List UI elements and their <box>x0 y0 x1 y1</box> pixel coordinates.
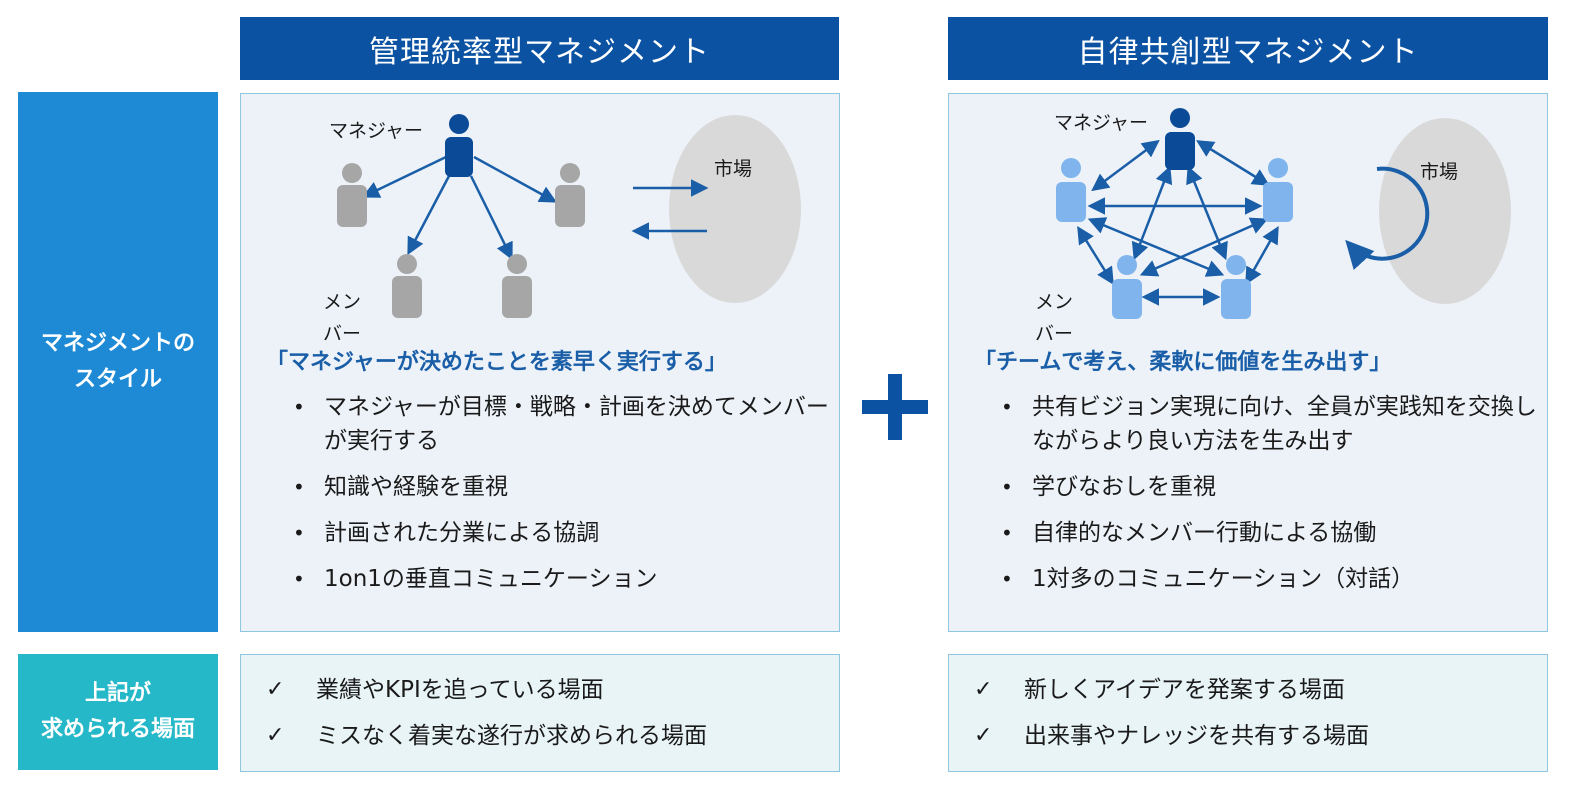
row-label-text: 上記が 求められる場面 <box>40 681 195 742</box>
bullet-item: 学びなおしを重視 <box>999 470 1539 504</box>
check-item: ✓ 業績やKPIを追っている場面 <box>266 673 707 707</box>
panel-control-style: マネジャー メン バー 市場 「マネジャーが決めたことを素早く実行する」 マネジ… <box>240 93 840 632</box>
check-item: ✓ ミスなく着実な遂行が求められる場面 <box>266 719 707 753</box>
member-person-icon <box>1112 255 1142 319</box>
link-arrow <box>1196 140 1270 186</box>
bullet-item: 知識や経験を重視 <box>291 470 831 504</box>
member-person-icon <box>502 254 532 318</box>
market-label: 市場 <box>714 158 753 180</box>
arrow-to-member <box>407 175 451 256</box>
scene-panel-control: ✓ 業績やKPIを追っている場面 ✓ ミスなく着実な遂行が求められる場面 <box>240 654 840 772</box>
manager-label: マネジャー <box>1054 112 1149 134</box>
tagline: 「マネジャーが決めたことを素早く実行する」 <box>266 350 727 375</box>
bullet-item: 自律的なメンバー行動による協働 <box>999 516 1539 550</box>
row-label-style: マネジメントの スタイル <box>18 92 218 632</box>
checkmark-icon: ✓ <box>974 723 993 748</box>
arrow-to-member <box>473 155 558 203</box>
header-autonomous-management: 自律共創型マネジメント <box>948 17 1548 80</box>
arrow-to-member <box>469 175 513 261</box>
header-title: 管理統率型マネジメント <box>369 34 710 70</box>
scene-panel-autonomous: ✓ 新しくアイデアを発案する場面 ✓ 出来事やナレッジを共有する場面 <box>948 654 1548 772</box>
member-person-icon <box>1221 255 1251 319</box>
bullet-item: 計画された分業による協調 <box>291 516 831 550</box>
tagline: 「チームで考え、柔軟に価値を生み出す」 <box>974 350 1392 375</box>
link-arrow <box>1077 226 1114 285</box>
checkmark-icon: ✓ <box>266 677 285 702</box>
link-arrow <box>1131 165 1173 261</box>
link-arrow <box>1091 139 1160 192</box>
header-title: 自律共創型マネジメント <box>1077 34 1419 70</box>
panel-autonomous-style: マネジャー メン バー 市場 「チームで考え、柔軟に価値を生み出す」 共有ビジョ… <box>948 93 1548 632</box>
member-person-icon <box>1263 158 1293 222</box>
member-person-icon <box>392 254 422 318</box>
check-item: ✓ 新しくアイデアを発案する場面 <box>974 673 1369 707</box>
bullet-list: マネジャーが目標・戦略・計画を決めてメンバーが実行する 知識や経験を重視 計画さ… <box>291 390 831 608</box>
member-label: メン バー <box>1035 291 1074 345</box>
manager-person-icon <box>1165 108 1195 170</box>
member-person-icon <box>337 163 367 227</box>
plus-icon <box>862 374 928 440</box>
header-control-management: 管理統率型マネジメント <box>240 17 839 80</box>
checkmark-icon: ✓ <box>974 677 993 702</box>
check-item-text: 出来事やナレッジを共有する場面 <box>1024 723 1369 749</box>
bullet-item: マネジャーが目標・戦略・計画を決めてメンバーが実行する <box>291 390 831 458</box>
member-label: メン バー <box>323 291 362 345</box>
check-list: ✓ 新しくアイデアを発案する場面 ✓ 出来事やナレッジを共有する場面 <box>974 673 1369 765</box>
hierarchy-diagram <box>337 114 801 318</box>
row-label-scenes: 上記が 求められる場面 <box>18 654 218 770</box>
market-ellipse <box>1379 118 1511 304</box>
check-item-text: 新しくアイデアを発案する場面 <box>1024 677 1345 703</box>
bullet-list: 共有ビジョン実現に向け、全員が実践知を交換しながらより良い方法を生み出す 学びな… <box>999 390 1539 608</box>
market-label: 市場 <box>1420 161 1459 183</box>
check-item-text: 業績やKPIを追っている場面 <box>316 677 604 703</box>
check-item: ✓ 出来事やナレッジを共有する場面 <box>974 719 1369 753</box>
manager-person-icon <box>445 114 473 177</box>
checkmark-icon: ✓ <box>266 723 285 748</box>
link-arrow <box>1186 165 1228 261</box>
arrow-to-member <box>361 155 447 198</box>
cycle-arrow <box>1345 166 1430 270</box>
check-item-text: ミスなく着実な遂行が求められる場面 <box>316 723 707 749</box>
bullet-item: 1on1の垂直コミュニケーション <box>291 562 831 596</box>
market-ellipse <box>669 115 801 303</box>
network-diagram <box>1056 108 1511 319</box>
member-person-icon <box>1056 158 1086 222</box>
bullet-item: 共有ビジョン実現に向け、全員が実践知を交換しながらより良い方法を生み出す <box>999 390 1539 458</box>
manager-label: マネジャー <box>329 120 424 142</box>
bullet-item: 1対多のコミュニケーション（対話） <box>999 562 1539 596</box>
member-person-icon <box>555 163 585 227</box>
link-arrow <box>1139 217 1269 277</box>
row-label-text: マネジメントの スタイル <box>40 331 195 392</box>
check-list: ✓ 業績やKPIを追っている場面 ✓ ミスなく着実な遂行が求められる場面 <box>266 673 707 765</box>
link-arrow <box>1245 225 1279 286</box>
